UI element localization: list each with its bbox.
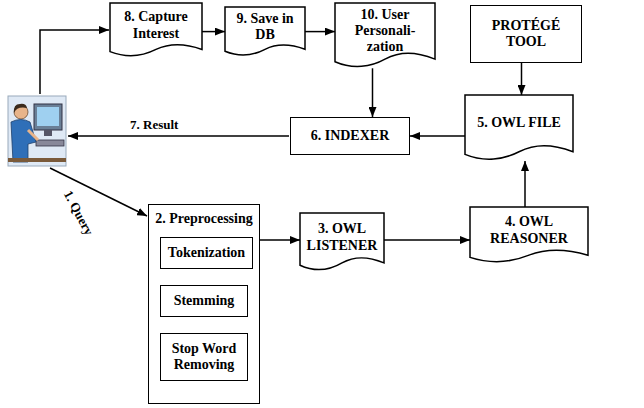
node-text: 2. Preprocessing — [155, 211, 252, 227]
flow-arrow — [260, 239, 300, 241]
step-label: 1. Query — [60, 187, 97, 240]
step-box: Stemming — [160, 285, 248, 317]
document-box: 9. Save in DB — [225, 7, 305, 56]
process-box: PROTÉGÉ TOOL — [470, 5, 582, 63]
flow-arrow — [410, 135, 465, 137]
step-box: Tokenization — [160, 237, 253, 269]
node-text: 8. Capture Interest — [115, 9, 197, 41]
process-box: 6. INDEXER — [290, 117, 410, 155]
flow-arrow — [524, 161, 526, 207]
node-text: 10. User Personali- zation — [340, 7, 430, 55]
node-text: PROTÉGÉ TOOL — [476, 18, 576, 50]
document-box: 10. User Personali- zation — [335, 3, 435, 68]
flow-arrow — [372, 68, 374, 117]
group-box: 2. PreprocessingTokenizationStemmingStop… — [148, 204, 260, 404]
node-text: 4. OWL REASONER — [475, 214, 583, 246]
flow-arrow — [305, 31, 335, 33]
node-text: 6. INDEXER — [311, 128, 390, 144]
node-text: Stop Word Removing — [166, 341, 242, 373]
document-box: 8. Capture Interest — [110, 3, 202, 57]
step-label: 7. Result — [128, 118, 180, 132]
document-box: 4. OWL REASONER — [470, 207, 588, 263]
step-box: Stop Word Removing — [160, 333, 248, 381]
interest-line — [40, 30, 109, 94]
node-text: Tokenization — [168, 245, 245, 261]
flow-arrow — [384, 239, 470, 241]
node-text: Stemming — [174, 293, 235, 309]
user-icon — [8, 96, 66, 166]
node-text: 3. OWL LISTENER — [305, 221, 379, 253]
flow-arrow — [521, 63, 523, 95]
node-text: 5. OWL FILE — [477, 115, 561, 131]
result-line — [68, 135, 289, 137]
document-box: 5. OWL FILE — [465, 95, 573, 161]
document-box: 3. OWL LISTENER — [300, 213, 384, 271]
flow-arrow — [202, 31, 225, 33]
node-text: 9. Save in DB — [230, 11, 300, 43]
